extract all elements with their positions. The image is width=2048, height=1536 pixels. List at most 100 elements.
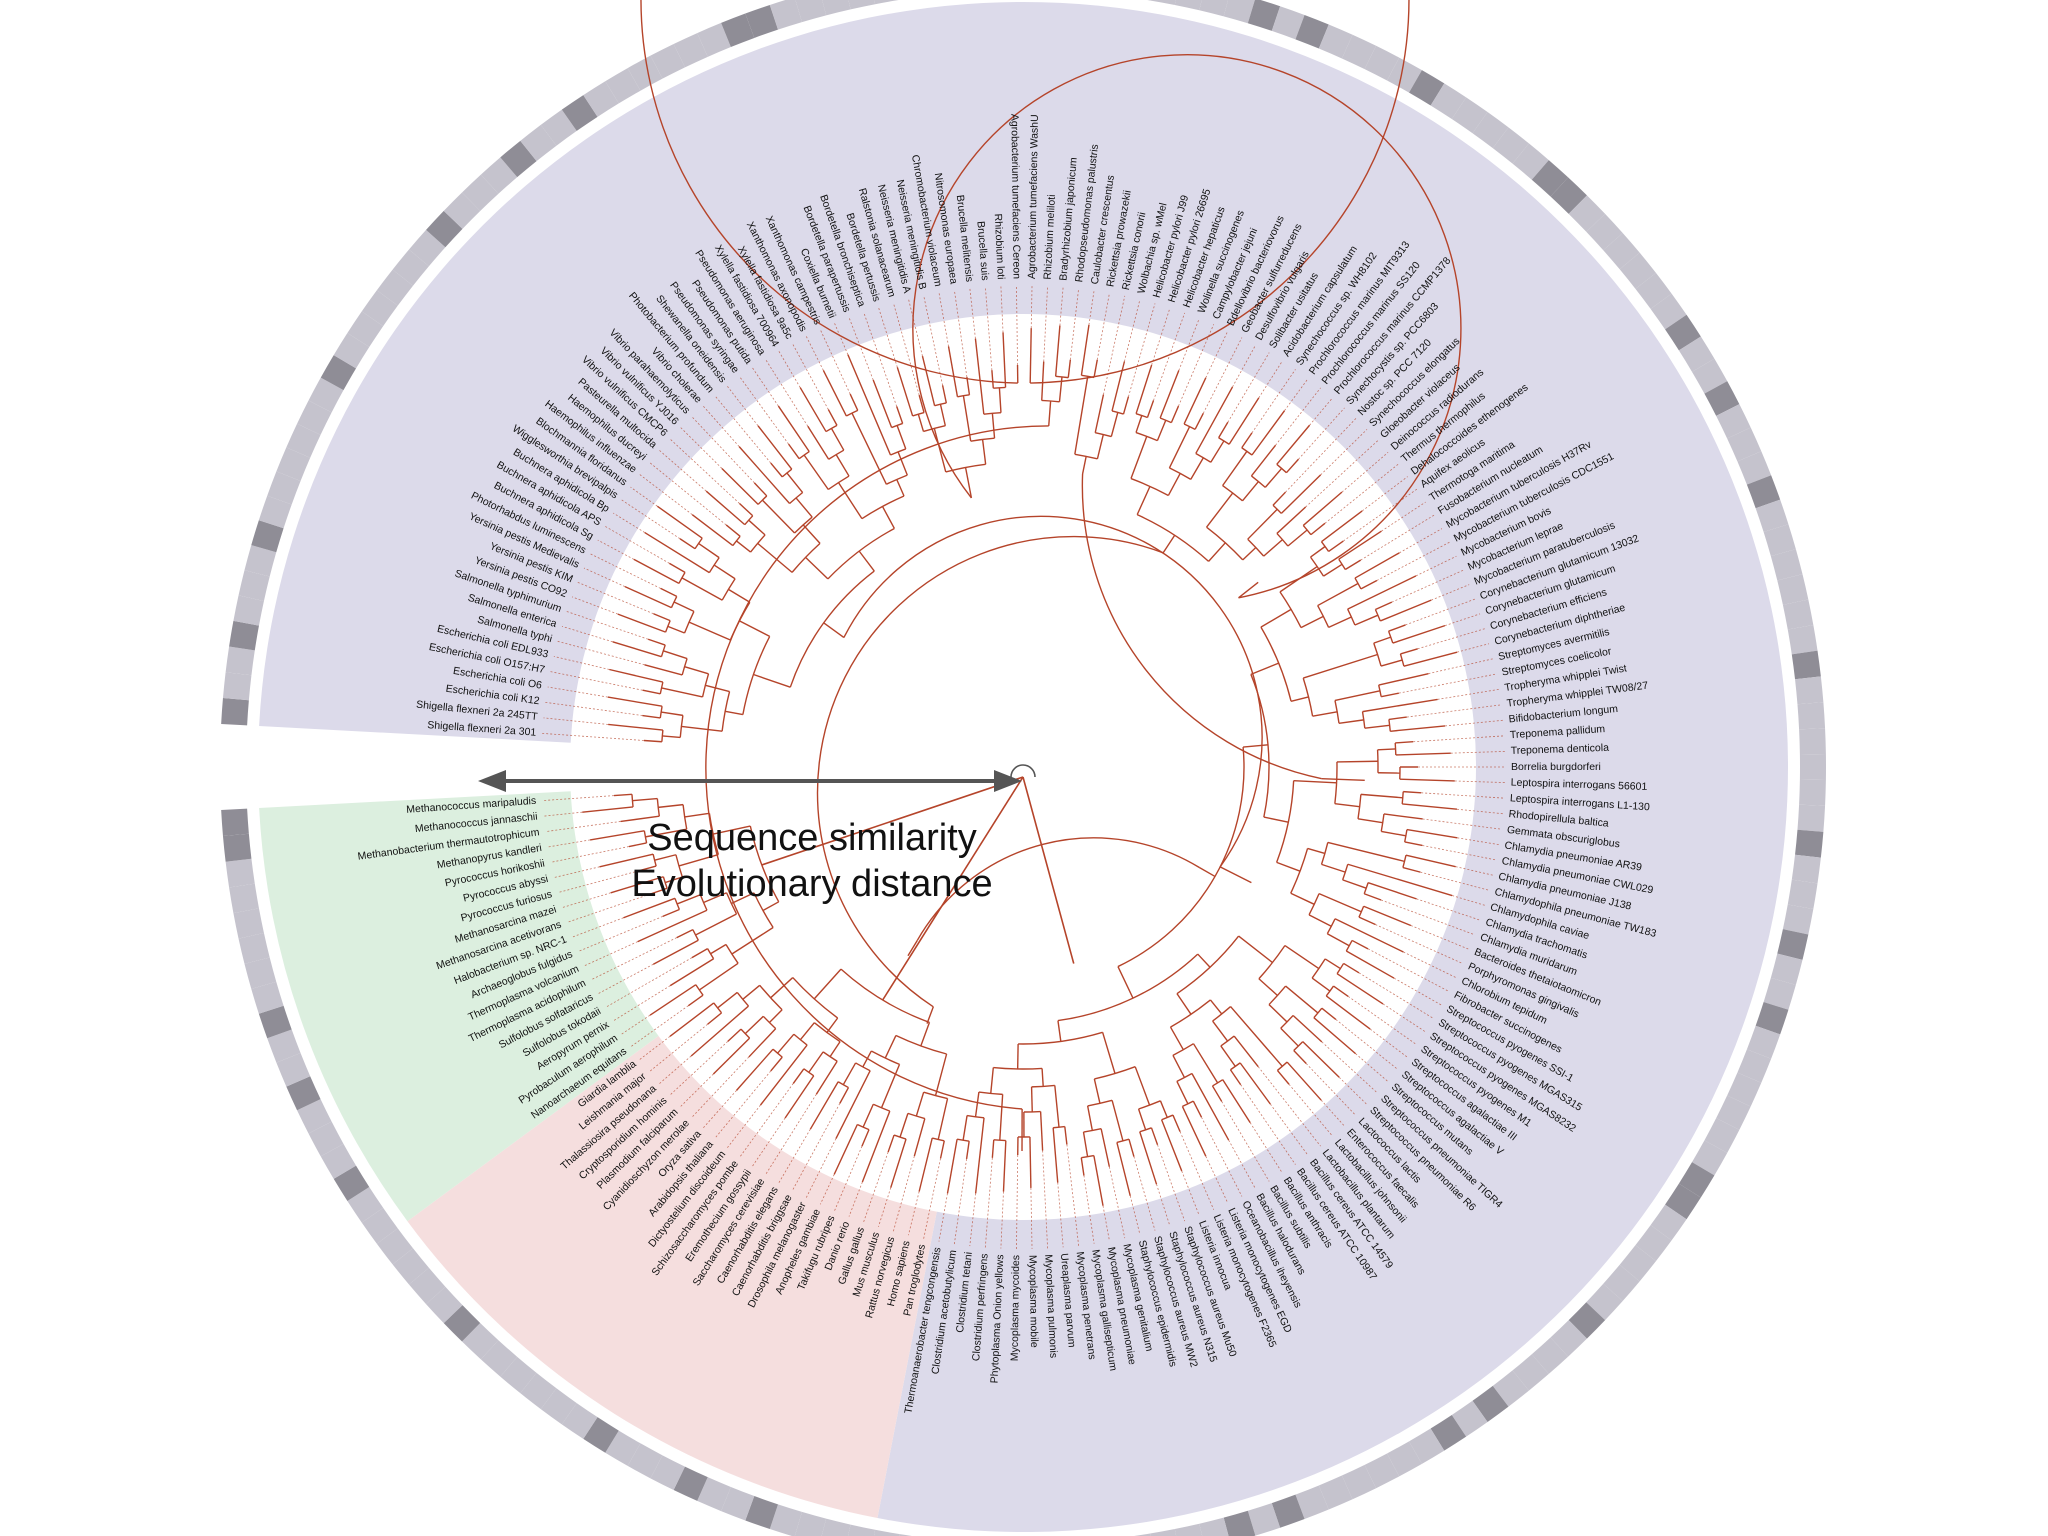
branch <box>897 451 908 476</box>
leaf-guide <box>892 1156 915 1232</box>
leaf-guide <box>923 295 944 386</box>
branch <box>1334 803 1360 808</box>
ring-segment <box>1746 1025 1781 1059</box>
ring-segment <box>222 833 252 862</box>
ring-segment <box>1763 524 1796 557</box>
ring-segment <box>1665 314 1701 351</box>
branch <box>1377 748 1396 751</box>
branch <box>1280 1027 1299 1047</box>
leaf-guide <box>1043 285 1049 362</box>
ring-segment <box>222 672 252 701</box>
leaf-guide <box>1030 285 1033 329</box>
leaf-guide <box>1103 295 1126 395</box>
branch <box>1190 457 1204 480</box>
leaf-guide <box>878 307 898 368</box>
ring-segment <box>1746 475 1781 509</box>
branch <box>792 1068 805 1084</box>
branch <box>1128 1139 1135 1157</box>
branch <box>1351 939 1369 950</box>
branch-arc <box>1139 1127 1152 1133</box>
branch <box>872 379 893 428</box>
branch <box>1135 415 1143 433</box>
ring-segment <box>821 1518 851 1536</box>
branch <box>1029 1136 1032 1188</box>
ring-segment <box>1763 977 1796 1010</box>
ring-segment <box>1531 1337 1569 1374</box>
branch-arc <box>781 468 793 478</box>
leaf-guide <box>792 1103 841 1191</box>
branch <box>612 641 662 658</box>
leaf-guide <box>1380 899 1475 936</box>
branch-arc <box>708 557 720 573</box>
branch <box>1134 1066 1151 1106</box>
arrow-head-left <box>478 770 506 792</box>
ring-segment <box>1223 1510 1256 1536</box>
ring-segment <box>221 808 249 836</box>
branch-arc <box>1111 410 1124 415</box>
branch <box>1110 412 1119 437</box>
ring-segment <box>1727 1072 1762 1107</box>
branch <box>777 1033 795 1054</box>
leaf-guide <box>1358 972 1435 1020</box>
branch <box>1307 847 1326 855</box>
leaf-guide <box>1016 285 1018 366</box>
branch <box>1328 540 1344 552</box>
leaf-guide <box>908 298 923 357</box>
ring-segment <box>1550 1320 1587 1357</box>
branch-arc <box>1218 437 1230 445</box>
branch <box>998 387 1002 413</box>
branch-arc <box>1272 504 1282 514</box>
ring-segment <box>1737 1049 1772 1083</box>
leaf-label: Mycoplasma mycoides <box>1009 1255 1022 1361</box>
branch <box>1219 866 1252 884</box>
leaf-guide <box>669 1041 729 1096</box>
branch <box>1404 841 1423 847</box>
branch <box>1041 1068 1044 1087</box>
branch-arc <box>793 1033 808 1046</box>
branch-arc <box>932 1137 945 1142</box>
leaf-guide <box>571 917 624 938</box>
branch <box>669 562 686 573</box>
leaf-guide <box>557 640 645 666</box>
branch <box>807 425 830 460</box>
branch <box>632 797 658 802</box>
branch <box>1211 1085 1223 1102</box>
ring-segment <box>745 1496 779 1530</box>
branch <box>1343 962 1360 974</box>
branch <box>703 892 727 904</box>
ring-segment <box>308 377 344 413</box>
branch <box>761 499 796 534</box>
branch-arc <box>1293 1041 1304 1051</box>
branch-arc <box>713 1002 723 1014</box>
leaf-guide <box>938 1193 948 1242</box>
ring-segment <box>286 423 321 458</box>
branch <box>1310 522 1326 536</box>
branch <box>847 354 892 456</box>
ring-segment <box>426 210 463 248</box>
branch <box>1233 1035 1259 1068</box>
branch <box>1212 1020 1229 1042</box>
leaf-label: Rhizobium loti <box>992 213 1007 279</box>
branch <box>1159 1100 1168 1118</box>
ring-segment <box>745 4 779 38</box>
leaf-guide <box>691 1056 750 1118</box>
leaf-guide <box>1421 792 1505 799</box>
branch <box>915 1091 925 1117</box>
branch <box>1002 1140 1007 1192</box>
branch <box>1390 725 1446 732</box>
branch-arc <box>837 1081 849 1089</box>
leaf-guide <box>819 1174 835 1205</box>
branch <box>688 621 731 641</box>
ring-segment <box>225 646 255 676</box>
leaf-guide <box>1416 898 1481 921</box>
ring-segment <box>1777 929 1809 960</box>
branch <box>1360 793 1403 799</box>
branch <box>1334 690 1381 702</box>
branch <box>1206 492 1234 528</box>
ring-segment <box>1799 728 1826 755</box>
branch <box>1383 813 1423 820</box>
leaf-label: Treponema denticola <box>1511 742 1610 757</box>
branch <box>653 939 699 965</box>
leaf-guide <box>577 581 654 615</box>
leaf-guide <box>1444 719 1503 727</box>
